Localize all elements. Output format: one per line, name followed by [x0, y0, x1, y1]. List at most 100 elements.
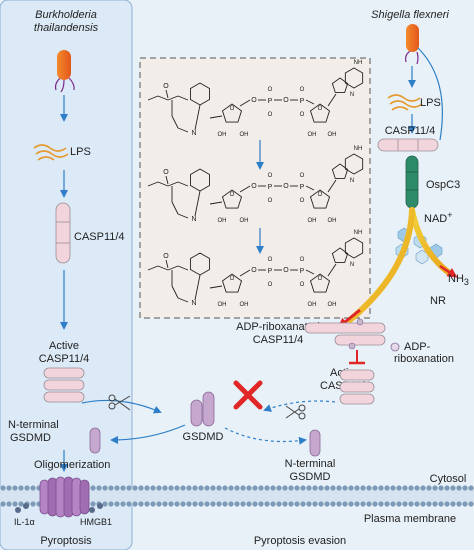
membrane-lipid-bead: [0, 501, 6, 507]
membrane-lipid-bead: [204, 485, 210, 491]
chem-aromatic-ring: [344, 153, 364, 175]
chem-bond: [177, 213, 189, 219]
chem-carbonyl-o: O: [163, 169, 169, 176]
chem-bond: [239, 99, 251, 107]
chem-bond: [194, 274, 201, 301]
membrane-lipid-bead: [240, 485, 246, 491]
membrane-lipid-bead: [210, 485, 216, 491]
membrane-lipid-bead: [378, 485, 384, 491]
membrane-lipid-bead: [132, 485, 138, 491]
chem-ribose-ring: [221, 273, 243, 293]
membrane-lipid-bead: [438, 501, 444, 507]
chem-ring-o: O: [230, 192, 235, 198]
chem-atom-label: O: [268, 198, 273, 204]
membrane-lipid-bead: [306, 485, 312, 491]
membrane-lipid-bead: [126, 501, 132, 507]
left-active-label-line2: CASP11/4: [39, 353, 90, 365]
nad-label: NAD+: [424, 210, 453, 225]
membrane-lipid-bead: [180, 485, 186, 491]
membrane-lipid-bead: [168, 501, 174, 507]
membrane-lipid-bead: [162, 485, 168, 491]
chem-oh: OH: [308, 302, 317, 308]
membrane-lipid-bead: [126, 485, 132, 491]
chem-n: N: [191, 300, 196, 307]
chem-ring-o: O: [318, 276, 323, 282]
membrane-lipid-bead: [444, 501, 450, 507]
ospc3-enzyme-icon: [405, 155, 419, 209]
membrane-lipid-bead: [420, 485, 426, 491]
membrane-lipid-bead: [438, 485, 444, 491]
membrane-lipid-bead: [246, 501, 252, 507]
chem-oh: OH: [328, 218, 337, 224]
chem-bond: [327, 263, 337, 277]
gsdmd-to-nterminal-arrow: [110, 424, 186, 444]
membrane-lipid-bead: [336, 501, 342, 507]
chem-n: N: [191, 130, 196, 137]
membrane-lipid-bead: [396, 501, 402, 507]
blocked-cleavage-arrow: [263, 400, 336, 412]
chem-atom-label: O: [268, 257, 273, 263]
gsdmd-pore-icon: [39, 476, 90, 518]
gsdmd-label: GSDMD: [183, 431, 224, 443]
right-lps-icon: [387, 94, 423, 111]
adp-riboxanated-casp-icon: [304, 318, 386, 350]
chem-ribose-ring: [309, 103, 331, 123]
chem-atom-label: O: [283, 97, 289, 104]
ospc3-secretion-path: [417, 47, 443, 141]
chem-phosphorus: P: [300, 268, 305, 275]
membrane-lipid-bead: [390, 501, 396, 507]
membrane-lipid-bead: [216, 485, 222, 491]
membrane-lipid-bead: [258, 501, 264, 507]
membrane-lipid-bead: [390, 485, 396, 491]
membrane-lipid-bead: [12, 485, 18, 491]
membrane-lipid-bead: [108, 485, 114, 491]
membrane-lipid-bead: [354, 485, 360, 491]
membrane-lipid-bead: [132, 501, 138, 507]
chem-phosphorus: P: [300, 184, 305, 191]
right-casp-monomer-icon: [377, 138, 439, 152]
chem-oh: OH: [328, 132, 337, 138]
chem-atom-label: O: [251, 183, 257, 190]
membrane-lipid-bead: [24, 485, 30, 491]
membrane-lipid-bead: [90, 501, 96, 507]
left-nterminal-gsdmd-icon: [89, 427, 101, 454]
chem-phosphorus: P: [268, 268, 273, 275]
membrane-lipid-bead: [18, 485, 24, 491]
chem-atom-label: O: [283, 183, 289, 190]
membrane-lipid-bead: [174, 485, 180, 491]
left-nterminal-label-line1: N-terminal: [8, 419, 59, 431]
membrane-lipid-bead: [366, 485, 372, 491]
chem-bond: [177, 265, 189, 271]
membrane-lipid-bead: [360, 501, 366, 507]
membrane-lipid-bead: [120, 501, 126, 507]
membrane-lipid-bead: [330, 485, 336, 491]
burkholderia-bacterium-icon: [54, 50, 75, 93]
membrane-lipid-bead: [294, 485, 300, 491]
chem-bond: [305, 185, 315, 191]
membrane-lipid-bead: [456, 485, 462, 491]
chem-oh: OH: [308, 218, 317, 224]
legend-label-line1: ADP-: [404, 341, 431, 353]
chem-atom-label: O: [300, 87, 305, 93]
chem-carbonyl-o: O: [163, 253, 169, 260]
membrane-lipid-bead: [324, 485, 330, 491]
membrane-lipid-bead: [366, 501, 372, 507]
membrane-lipid-bead: [252, 485, 258, 491]
membrane-lipid-bead: [270, 501, 276, 507]
chem-oh: OH: [240, 132, 249, 138]
membrane-lipid-bead: [456, 501, 462, 507]
membrane-lipid-bead: [426, 485, 432, 491]
chem-atom-label: O: [251, 97, 257, 104]
chem-bond: [171, 285, 179, 299]
gsdmd-full-length-icon: [190, 391, 215, 427]
adp-riboxanated-label-line1: ADP-riboxanated: [236, 321, 320, 333]
membrane-lipid-bead: [252, 501, 258, 507]
chem-ribose-ring: [309, 273, 331, 293]
membrane-lipid-bead: [114, 501, 120, 507]
membrane-lipid-bead: [108, 501, 114, 507]
chem-ribose-ring: [221, 189, 243, 209]
chem-n: N: [350, 262, 354, 268]
membrane-lipid-bead: [384, 485, 390, 491]
chem-bond: [209, 201, 223, 205]
